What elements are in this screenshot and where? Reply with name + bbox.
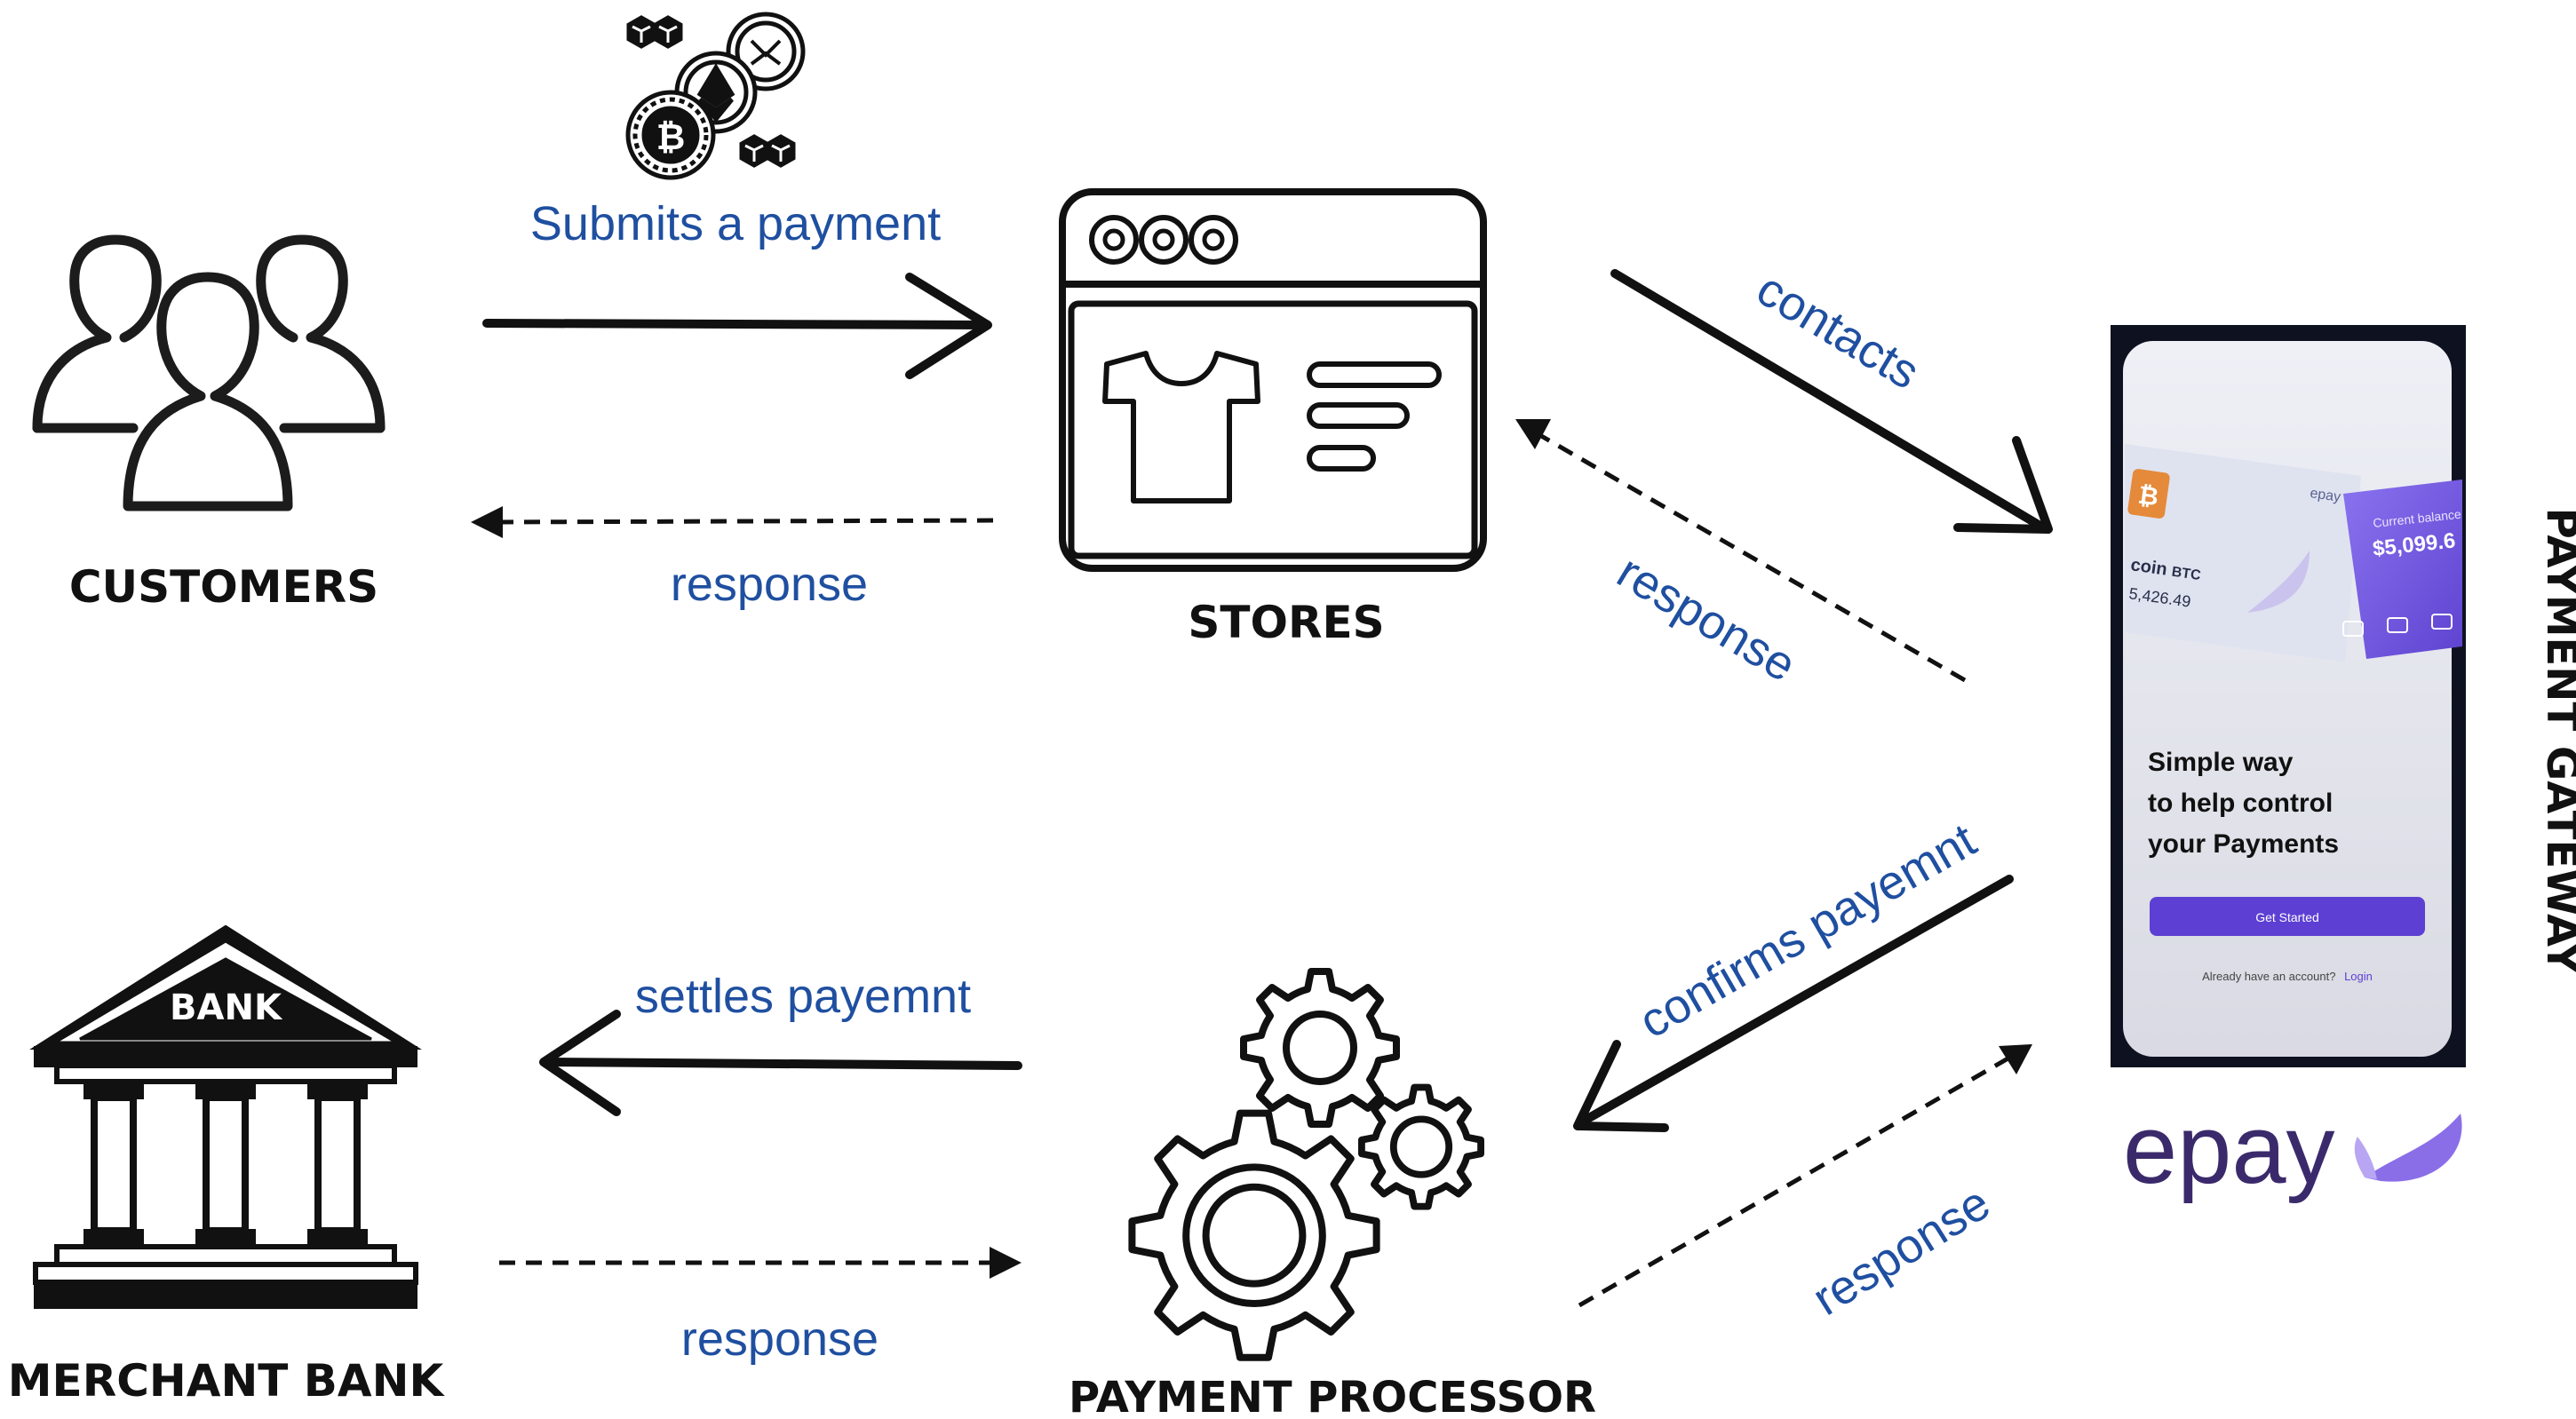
epay-brand-logo: epay: [2123, 1095, 2462, 1204]
svg-text:₿: ₿: [2136, 480, 2160, 512]
edge-stores-to-customers: [471, 506, 994, 538]
phone-headline-line-3: your Payments: [2148, 829, 2339, 859]
edge-label-settles-payemnt: settles payemnt: [635, 970, 971, 1023]
back-card-brand: epay: [2309, 486, 2341, 505]
payment-gateway-label: PAYMENT GATEWAY: [2537, 508, 2576, 975]
edge-label-confirms-payemnt: confirms payemnt: [1630, 813, 1984, 1049]
edge-bank-to-processor: [499, 1247, 1022, 1279]
bank-building-icon: BANK: [29, 924, 422, 1309]
stores-label: STORES: [1188, 597, 1384, 648]
svg-text:coin BTC: coin BTC: [2129, 555, 2202, 584]
balance-card: Current balance $5,099.6: [2342, 480, 2462, 659]
edge-label-response-processor: response: [681, 1312, 879, 1366]
leaf-logo-icon: [2354, 1114, 2462, 1182]
online-store-window-icon: [1059, 188, 1487, 572]
bank-sign: BANK: [170, 987, 283, 1028]
epay-brand-text: epay: [2123, 1095, 2335, 1204]
svg-text:Already have an account?: Already have an account? Login: [2202, 970, 2373, 983]
edge-label-response-gateway: response: [1803, 1176, 1999, 1326]
edge-gateway-to-processor: [1573, 875, 2014, 1132]
edge-customers-to-stores: [482, 273, 992, 379]
coin-ticker: BTC: [2171, 565, 2202, 583]
edge-processor-to-gateway: [1578, 1044, 2032, 1308]
get-started-label: Get Started: [2255, 910, 2319, 924]
payment-processor-label: PAYMENT PROCESSOR: [1069, 1373, 1596, 1419]
get-started-button[interactable]: Get Started: [2150, 897, 2425, 936]
customers-label: CUSTOMERS: [69, 561, 378, 613]
phone-headline-line-1: Simple way: [2148, 748, 2294, 777]
coin-card: ₿ coin BTC 5,426.49 epay: [2125, 444, 2361, 662]
edge-gateway-to-stores: [1515, 419, 1967, 683]
svg-text:₿: ₿: [656, 117, 686, 158]
people-group-icon: [32, 234, 386, 511]
edge-processor-to-bank: [539, 1010, 1022, 1116]
epay-phone-screenshot: ₿ coin BTC 5,426.49 epay Current balance…: [2111, 325, 2466, 1067]
edge-label-contacts: contacts: [1748, 262, 1928, 400]
merchant-bank-label: MERCHANT BANK: [8, 1355, 446, 1407]
edge-label-response-stores: response: [1609, 545, 1805, 693]
phone-headline-line-2: to help control: [2148, 789, 2333, 818]
edge-stores-to-gateway: [1610, 269, 2053, 534]
edge-label-submits-a-payment: Submits a payment: [530, 197, 941, 250]
login-link[interactable]: Login: [2344, 970, 2373, 983]
gears-icon: [1128, 968, 1484, 1361]
crypto-coins-icon: ₿: [625, 12, 806, 180]
phone-footer-text: Already have an account?: [2202, 970, 2335, 983]
edge-label-response-customers: response: [671, 558, 868, 611]
